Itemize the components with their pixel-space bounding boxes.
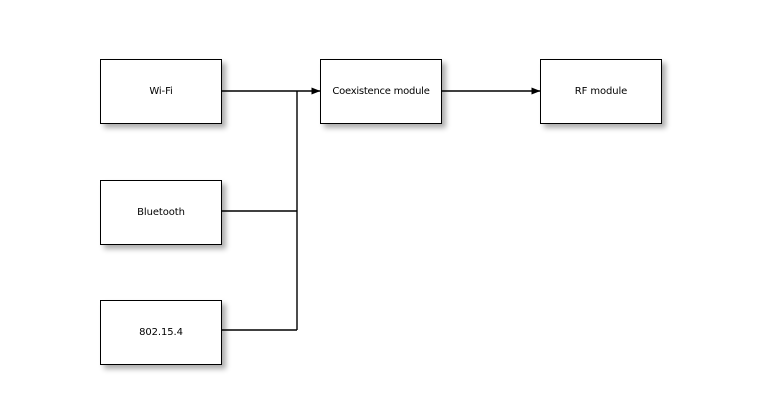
node-802-15-4[interactable]: 802.15.4	[100, 300, 222, 365]
node-rf-module-label: RF module	[574, 86, 628, 97]
node-rf-module[interactable]: RF module	[540, 59, 662, 124]
node-coexistence-module-label: Coexistence module	[332, 86, 430, 97]
node-wifi[interactable]: Wi-Fi	[100, 59, 222, 124]
node-coexistence-module[interactable]: Coexistence module	[320, 59, 442, 124]
node-802-15-4-label: 802.15.4	[139, 327, 183, 338]
node-bluetooth-label: Bluetooth	[137, 207, 185, 218]
node-bluetooth[interactable]: Bluetooth	[100, 180, 222, 245]
node-wifi-label: Wi-Fi	[149, 86, 173, 97]
